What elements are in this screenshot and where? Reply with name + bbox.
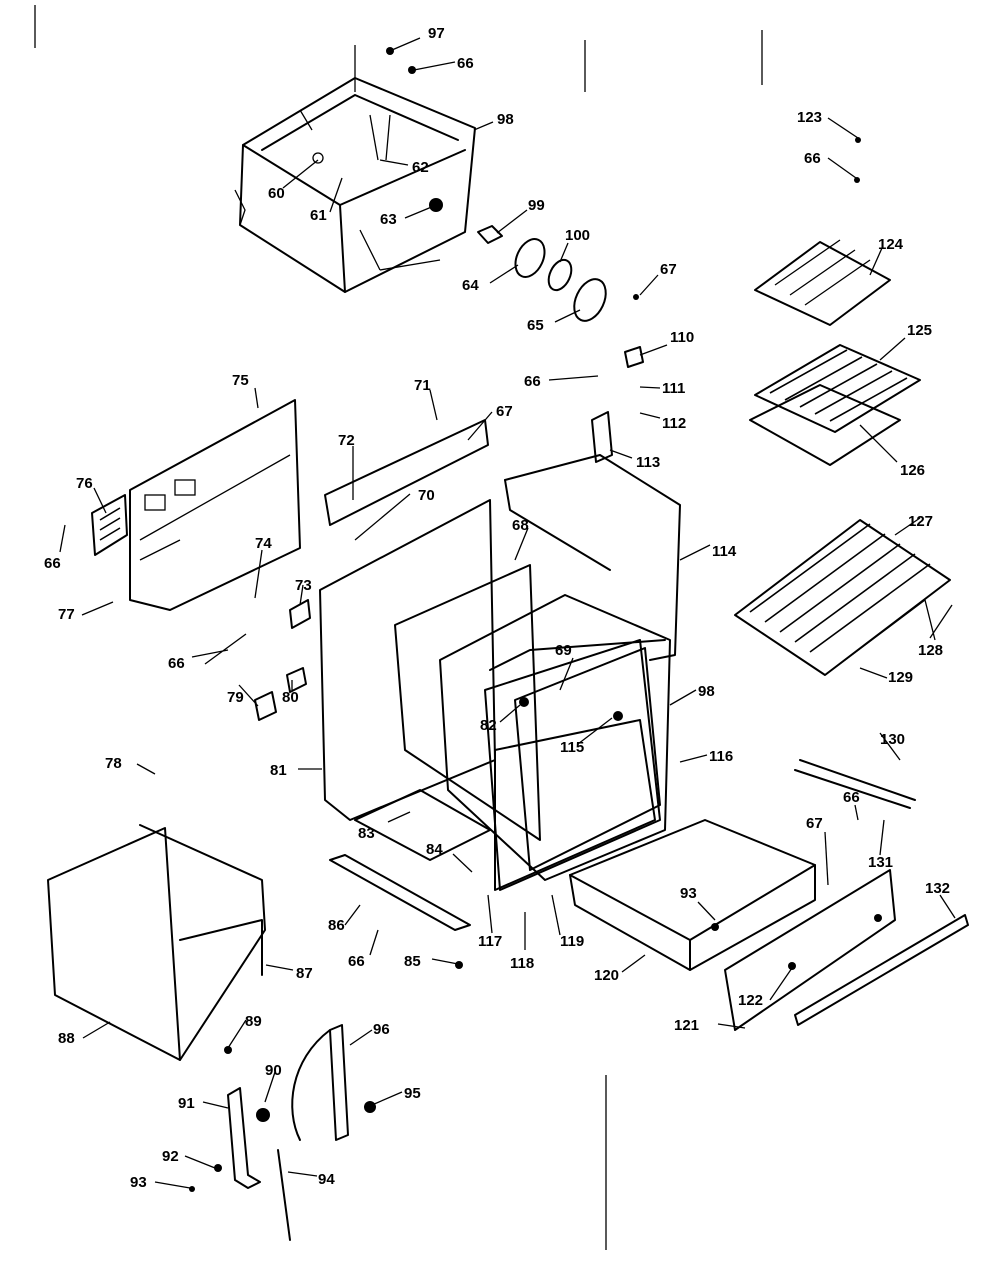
callout-95: 95: [404, 1085, 421, 1102]
callout-62: 62: [412, 159, 429, 176]
callout-98b: 98: [698, 683, 715, 700]
callout-93b: 93: [130, 1174, 147, 1191]
callout-63: 63: [380, 211, 397, 228]
callout-132: 132: [925, 880, 950, 897]
callout-60: 60: [268, 185, 285, 202]
racks-right: [734, 239, 951, 809]
callout-70: 70: [418, 487, 435, 504]
callout-110: 110: [670, 329, 694, 346]
callout-91: 91: [178, 1095, 195, 1112]
callout-85: 85: [404, 953, 421, 970]
callout-126: 126: [900, 462, 925, 479]
callout-123: 123: [797, 109, 822, 126]
callout-66f: 66: [843, 789, 860, 806]
callout-67b: 67: [496, 403, 513, 420]
callout-86: 86: [328, 917, 345, 934]
callout-71: 71: [414, 377, 431, 394]
callout-115: 115: [560, 739, 584, 756]
callout-113: 113: [636, 454, 660, 471]
callout-66c: 66: [524, 373, 541, 390]
callout-93: 93: [680, 885, 697, 902]
callout-130: 130: [880, 731, 905, 748]
callout-94: 94: [318, 1171, 335, 1188]
callout-66b: 66: [804, 150, 821, 167]
callout-76: 76: [76, 475, 93, 492]
callout-87: 87: [296, 965, 313, 982]
callout-75: 75: [232, 372, 249, 389]
callout-66: 66: [457, 55, 474, 72]
callout-79: 79: [227, 689, 244, 706]
callout-89: 89: [245, 1013, 262, 1030]
back-panel: [91, 399, 301, 611]
callout-119: 119: [560, 933, 584, 950]
callout-97: 97: [428, 25, 445, 42]
callout-67: 67: [660, 261, 677, 278]
callout-120: 120: [594, 967, 619, 984]
callout-129: 129: [888, 669, 913, 686]
callout-124: 124: [878, 236, 904, 253]
callout-96: 96: [373, 1021, 390, 1038]
callout-72: 72: [338, 432, 355, 449]
callouts: 97 66 98 62 60 61 63 99 100 64 65 67 123…: [44, 25, 950, 1191]
small-parts-top: [386, 47, 861, 322]
callout-88: 88: [58, 1030, 75, 1047]
callout-84: 84: [426, 841, 443, 858]
callout-64: 64: [462, 277, 479, 294]
callout-92: 92: [162, 1148, 179, 1165]
oven-liner-top: [234, 45, 476, 293]
callout-66g: 66: [348, 953, 365, 970]
callout-121: 121: [674, 1017, 699, 1034]
callout-98: 98: [497, 111, 514, 128]
callout-112: 112: [662, 415, 686, 432]
cabinet: [319, 454, 681, 891]
callout-122: 122: [738, 992, 763, 1009]
callout-74: 74: [255, 535, 272, 552]
callout-127: 127: [908, 513, 933, 530]
leader-lines: [59, 37, 956, 1189]
callout-100: 100: [565, 227, 590, 244]
hinges: [189, 961, 463, 1241]
callout-114: 114: [712, 543, 737, 560]
callout-118: 118: [510, 955, 534, 972]
side-panel: [47, 824, 471, 1061]
callout-77: 77: [58, 606, 75, 623]
callout-67c: 67: [806, 815, 823, 832]
callout-99: 99: [528, 197, 545, 214]
callout-78: 78: [105, 755, 122, 772]
callout-117: 117: [478, 933, 502, 950]
callout-90: 90: [265, 1062, 282, 1079]
callout-131: 131: [868, 854, 893, 871]
callout-73: 73: [295, 577, 312, 594]
callout-125: 125: [907, 322, 932, 339]
callout-81: 81: [270, 762, 287, 779]
scan-lines: [34, 5, 763, 1250]
callout-61: 61: [310, 207, 327, 224]
callout-128: 128: [918, 642, 943, 659]
callout-66d: 66: [44, 555, 61, 572]
callout-69: 69: [555, 642, 572, 659]
callout-82: 82: [480, 717, 497, 734]
callout-68: 68: [512, 517, 529, 534]
callout-111: 111: [662, 380, 685, 397]
brackets: [254, 346, 644, 721]
callout-83: 83: [358, 825, 375, 842]
callout-80: 80: [282, 689, 299, 706]
callout-116: 116: [709, 748, 733, 765]
callout-66e: 66: [168, 655, 185, 672]
drawer: [569, 819, 969, 1031]
callout-65: 65: [527, 317, 544, 334]
